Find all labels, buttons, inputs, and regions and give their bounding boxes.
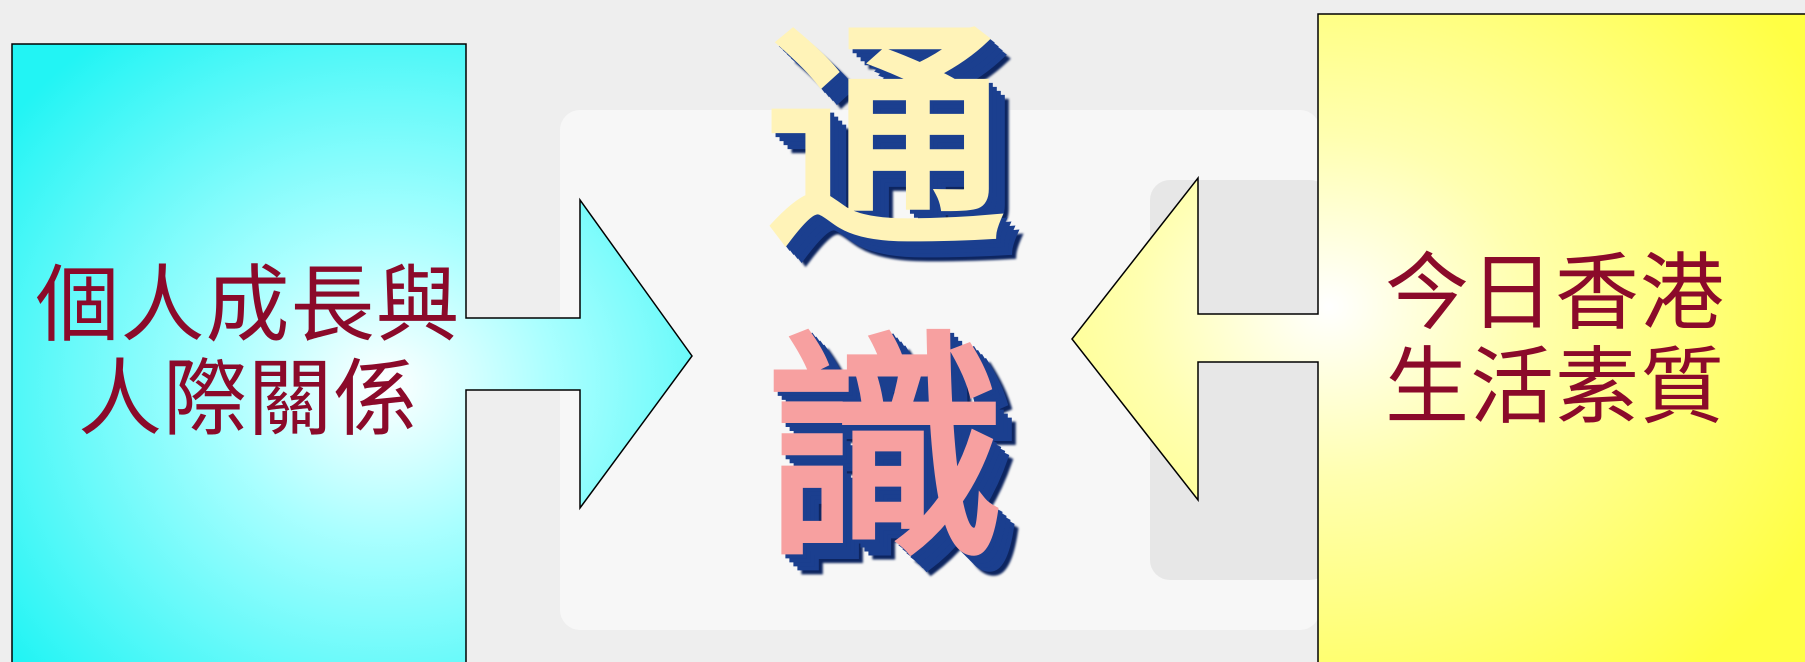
wordart-title-char-1: 通 [764,0,1005,281]
right-callout-line-2: 生活素質 [1384,338,1725,437]
wordart-title-char-2: 識 [764,309,1005,591]
left-callout-text: 個人成長與 人際關係 [18,258,478,446]
right-arrow-callout [1071,13,1805,662]
left-arrow-callout [11,43,693,662]
right-callout-text: 今日香港 生活素質 [1365,246,1745,434]
left-callout-line-2: 人際關係 [77,350,418,449]
right-callout-line-1: 今日香港 [1384,244,1725,342]
left-callout-line-1: 個人成長與 [35,256,461,354]
